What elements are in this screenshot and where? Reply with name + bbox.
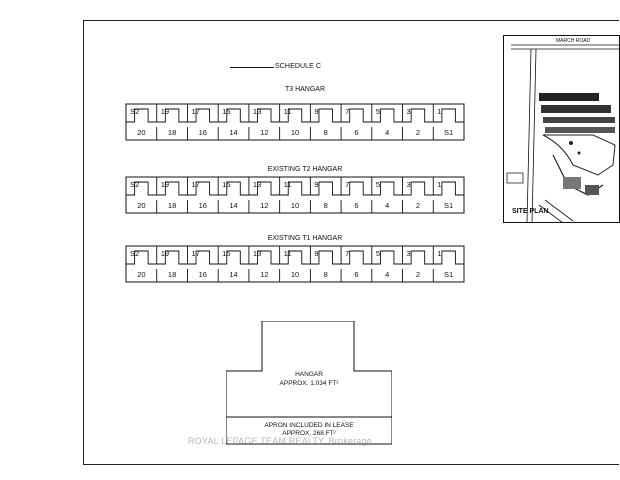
road-label: MARCH ROAD: [556, 38, 591, 44]
unit-number-bottom: 10: [291, 201, 299, 210]
unit-number-top: 5: [376, 107, 380, 116]
apron-area: APPROX. 268 FT²: [282, 430, 336, 437]
schedule-title: SCHEDULE C: [230, 63, 321, 70]
unit-number-bottom: 12: [260, 128, 268, 137]
unit-number-bottom: 18: [168, 270, 176, 279]
unit-number-top: 13: [253, 107, 261, 116]
unit-number-top: 17: [191, 249, 199, 258]
unit-number-top: 17: [191, 180, 199, 189]
unit-number-top: 17: [191, 107, 199, 116]
unit-number-bottom: 2: [416, 128, 420, 137]
hangar-area: APPROX. 1,034 FT²: [279, 380, 339, 387]
unit-number-top: 11: [284, 180, 292, 189]
unit-number-top: 3: [407, 107, 411, 116]
unit-number-bottom: S1: [444, 128, 453, 137]
unit-number-top: 11: [284, 249, 292, 258]
hangar-outline: [226, 321, 392, 445]
unit-number-top: 3: [407, 180, 411, 189]
unit-number-bottom: 20: [137, 201, 145, 210]
unit-number-top: 11: [284, 107, 292, 116]
unit-number-top: 13: [253, 249, 261, 258]
unit-number-bottom: 16: [199, 201, 207, 210]
unit-number-bottom: 4: [385, 201, 389, 210]
unit-number-top: 15: [222, 180, 230, 189]
unit-number-top: 5: [376, 249, 380, 258]
unit-number-top: 15: [222, 249, 230, 258]
unit-number-top: 15: [222, 107, 230, 116]
unit-number-top: 1: [437, 249, 441, 258]
unit-number-bottom: 6: [354, 270, 358, 279]
unit-number-top: 9: [314, 249, 318, 258]
unit-number-top: 19: [161, 107, 169, 116]
unit-number-bottom: 4: [385, 128, 389, 137]
unit-number-bottom: 8: [324, 128, 328, 137]
unit-number-top: 7: [345, 180, 349, 189]
unit-number-bottom: 20: [137, 128, 145, 137]
unit-number-top: 3: [407, 249, 411, 258]
hangar-row: S2 20 19 18 17 16 15 14 13 12 11 10 9 8 7 6 5 4 3 2 1S1: [125, 245, 465, 283]
hangar-row: S2 20 19 18 17 16 15 14 13 12 11 10 9 8 7 6 5 4 3 2 1S1: [125, 103, 465, 141]
hangar-row: S2 20 19 18 17 16 15 14 13 12 11 10 9 8 7 6 5 4 3 2 1S1: [125, 176, 465, 214]
drawing-frame: [83, 20, 619, 465]
unit-number-bottom: 6: [354, 128, 358, 137]
site-plan-map: [503, 35, 620, 224]
unit-number-bottom: 14: [229, 270, 237, 279]
unit-number-top: S2: [130, 249, 139, 258]
unit-number-top: 19: [161, 180, 169, 189]
unit-number-bottom: S1: [444, 270, 453, 279]
unit-number-bottom: S1: [444, 201, 453, 210]
brokerage-watermark: ROYAL LEPAGE TEAM REALTY, Brokerage: [188, 436, 372, 446]
unit-number-bottom: 18: [168, 201, 176, 210]
unit-number-top: 13: [253, 180, 261, 189]
unit-number-bottom: 14: [229, 128, 237, 137]
unit-number-bottom: 2: [416, 201, 420, 210]
unit-number-bottom: 8: [324, 201, 328, 210]
unit-number-top: 19: [161, 249, 169, 258]
unit-number-bottom: 10: [291, 128, 299, 137]
unit-number-bottom: 2: [416, 270, 420, 279]
unit-number-bottom: 12: [260, 201, 268, 210]
unit-number-top: 9: [314, 107, 318, 116]
site-plan-drawing: [503, 35, 620, 224]
unit-number-bottom: 10: [291, 270, 299, 279]
unit-number-bottom: 6: [354, 201, 358, 210]
unit-number-top: 7: [345, 249, 349, 258]
row-title-t2: EXISTING T2 HANGAR: [267, 166, 343, 173]
unit-number-bottom: 4: [385, 270, 389, 279]
unit-number-bottom: 8: [324, 270, 328, 279]
unit-number-top: S2: [130, 107, 139, 116]
site-plan-title: SITE PLAN: [512, 208, 549, 215]
unit-number-top: 5: [376, 180, 380, 189]
unit-number-bottom: 18: [168, 128, 176, 137]
unit-number-top: S2: [130, 180, 139, 189]
unit-number-bottom: 16: [199, 270, 207, 279]
hangar-unit-plan: HANGAR APPROX. 1,034 FT² APRON INCLUDED …: [226, 321, 392, 446]
unit-number-bottom: 20: [137, 270, 145, 279]
apron-label: APRON INCLUDED IN LEASE: [264, 422, 354, 429]
hangar-label: HANGAR: [295, 371, 323, 378]
row-title-t3: T3 HANGAR: [284, 86, 326, 93]
unit-number-bottom: 12: [260, 270, 268, 279]
unit-number-top: 7: [345, 107, 349, 116]
unit-number-top: 1: [437, 180, 441, 189]
row-title-t1: EXISTING T1 HANGAR: [267, 235, 343, 242]
unit-number-top: 9: [314, 180, 318, 189]
unit-number-top: 1: [437, 107, 441, 116]
unit-number-bottom: 16: [199, 128, 207, 137]
unit-number-bottom: 14: [229, 201, 237, 210]
